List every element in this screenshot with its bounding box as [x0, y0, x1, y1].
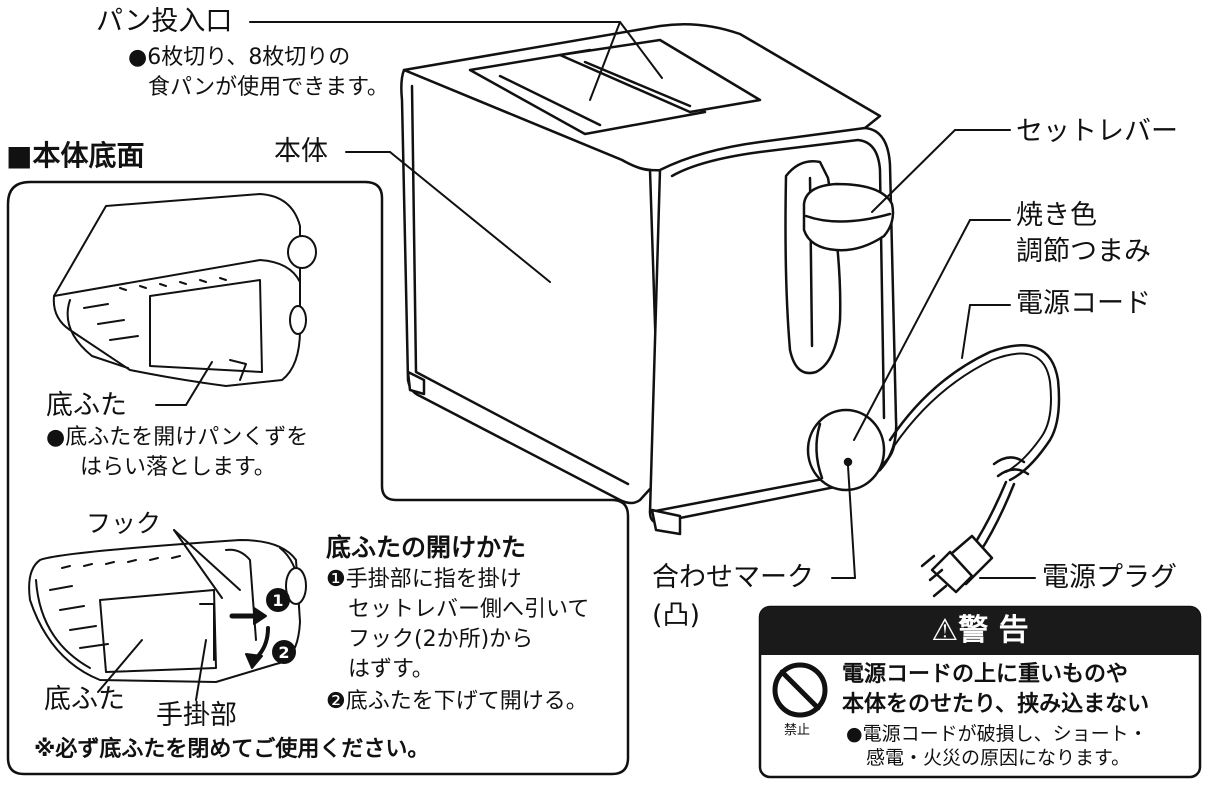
how-to-open-title: 底ふたの開けかた — [326, 533, 527, 562]
warning-detail-1: ●電源コードが破損し、ショート・ — [846, 723, 1148, 745]
bottom-cover-note-2: はらい落とします。 — [80, 455, 276, 480]
bread-slot-label: パン投入口 — [96, 6, 233, 37]
bread-slot-note-2: 食パンが使用できます。 — [148, 75, 389, 100]
step-1-line-4: はずす。 — [348, 657, 434, 682]
warning-title-2: 本体をのせたり、挟み込まない — [842, 692, 1150, 717]
bottom-section-title: ■本体底面 — [6, 139, 145, 172]
power-cord-label: 電源コード — [1016, 288, 1151, 319]
hook-label: フック — [86, 509, 162, 538]
warning-detail-2: 感電・火災の原因になります。 — [866, 747, 1131, 769]
step-1-line-2: セットレバー側へ引いて — [348, 597, 590, 622]
browning-knob-label-1: 焼き色 — [1016, 200, 1097, 231]
step-1-line-3: フック(2か所)から — [348, 627, 534, 652]
browning-knob-label-2: 調節つまみ — [1016, 236, 1151, 267]
warning-header: ⚠警 告 — [760, 607, 1200, 655]
handle-label: 手掛部 — [156, 700, 237, 731]
bottom-cover-note-1: ●底ふたを開けパンくずを — [46, 425, 309, 450]
set-lever-label: セットレバー — [1016, 116, 1178, 147]
bottom-cover-detail — [28, 529, 307, 701]
alignment-mark-label: 合わせマーク — [652, 562, 814, 593]
svg-text:1: 1 — [272, 591, 283, 610]
body-label: 本体 — [274, 136, 328, 167]
bottom-view-drawing — [52, 193, 317, 406]
step-2-line: ❷底ふたを下げて開ける。 — [326, 689, 588, 714]
warning-title-1: 電源コードの上に重いものや — [842, 662, 1129, 687]
bread-slot-note-1: ●6枚切り、8枚切りの — [128, 45, 351, 70]
svg-text:2: 2 — [278, 643, 289, 662]
step-1-line-1: ❶手掛部に指を掛け — [326, 567, 522, 592]
prohibit-label: 禁止 — [784, 723, 811, 738]
prohibition-icon — [772, 662, 828, 718]
bottom-cover-label-2: 底ふた — [44, 684, 125, 715]
leader-lines — [249, 21, 1036, 579]
step-markers: 1 2 — [266, 588, 296, 664]
footnote: ※必ず底ふたを閉めてご使用ください。 — [34, 737, 430, 762]
bottom-panel-frame — [6, 180, 630, 776]
power-plug-label: 電源プラグ — [1042, 562, 1177, 593]
alignment-mark-symbol: (凸) — [652, 600, 701, 631]
toaster-drawing — [400, 22, 1061, 598]
bottom-cover-label: 底ふた — [46, 390, 127, 421]
